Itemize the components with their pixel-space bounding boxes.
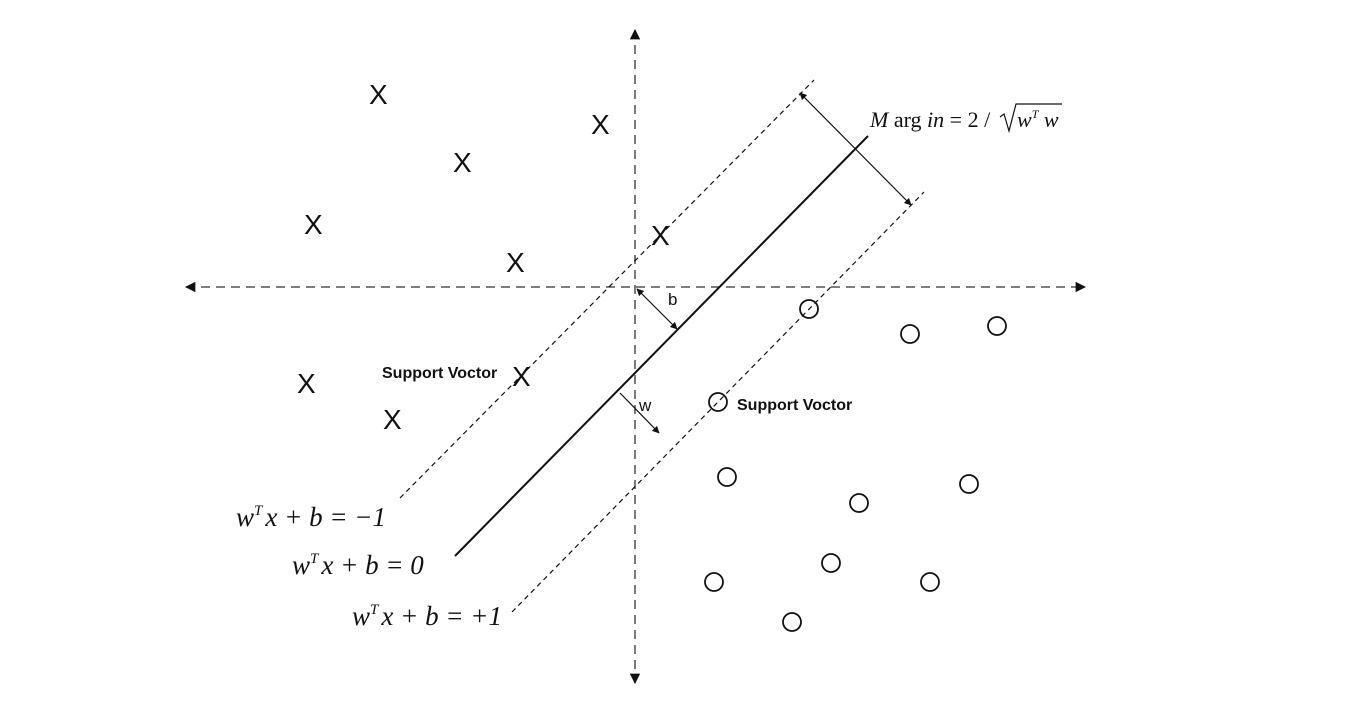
support-vector-label-right: Support Voctor bbox=[737, 397, 852, 414]
circle-point bbox=[708, 392, 728, 412]
circle-point bbox=[849, 493, 869, 513]
margin-arrow bbox=[799, 92, 912, 206]
cross-point: X bbox=[591, 109, 610, 140]
support-vector-label-left: Support Voctor bbox=[382, 365, 497, 382]
circle-point bbox=[987, 316, 1007, 336]
bias-arrow bbox=[636, 288, 678, 330]
margin-equation: M arg in = 2 / wT w bbox=[869, 103, 1062, 134]
hyperplane-negative-margin bbox=[399, 79, 815, 499]
positive-class-points bbox=[704, 299, 1007, 632]
cross-point: X bbox=[383, 404, 402, 435]
decision-boundary bbox=[454, 135, 869, 557]
weight-label: w bbox=[638, 396, 652, 415]
weight-vector-arrow bbox=[619, 392, 660, 434]
circle-point bbox=[782, 612, 802, 632]
circle-point bbox=[704, 572, 724, 592]
cross-point: X bbox=[512, 361, 531, 392]
negative-class-points: X X X X X X X X X bbox=[297, 79, 670, 435]
circle-point bbox=[900, 324, 920, 344]
svg-text:M arg in = 2 /: M arg in = 2 / bbox=[869, 107, 991, 132]
cross-point: X bbox=[651, 220, 670, 251]
sqrt-symbol bbox=[999, 103, 1062, 134]
circle-point bbox=[799, 299, 819, 319]
hyperplane-positive-margin bbox=[511, 191, 925, 613]
circle-point bbox=[821, 553, 841, 573]
cross-point: X bbox=[304, 209, 323, 240]
circle-point bbox=[920, 572, 940, 592]
circle-point bbox=[959, 474, 979, 494]
circle-point bbox=[717, 467, 737, 487]
cross-point: X bbox=[369, 79, 388, 110]
cross-point: X bbox=[297, 368, 316, 399]
cross-point: X bbox=[506, 247, 525, 278]
svg-text:wT w: wT w bbox=[1017, 107, 1059, 132]
bias-label: b bbox=[668, 290, 677, 309]
cross-point: X bbox=[453, 147, 472, 178]
